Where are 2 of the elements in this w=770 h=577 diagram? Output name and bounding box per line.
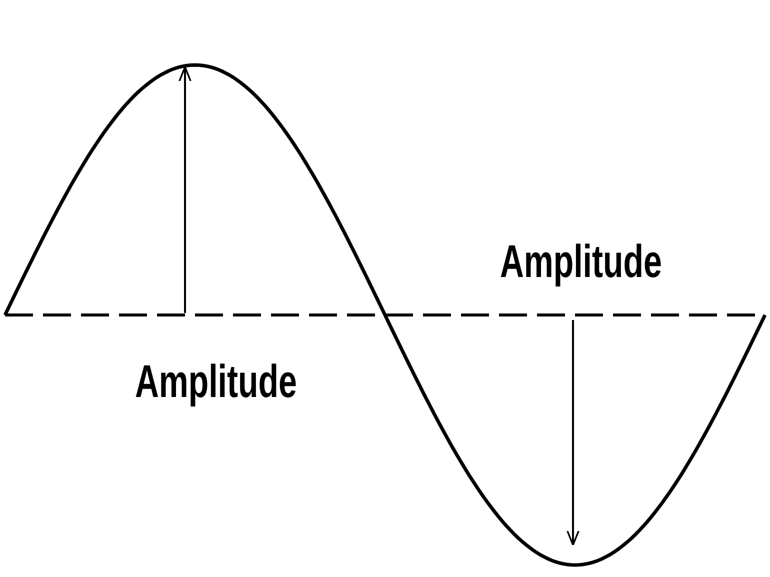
amplitude-label: Amplitude (500, 238, 662, 284)
amplitude-label: Amplitude (135, 358, 297, 404)
